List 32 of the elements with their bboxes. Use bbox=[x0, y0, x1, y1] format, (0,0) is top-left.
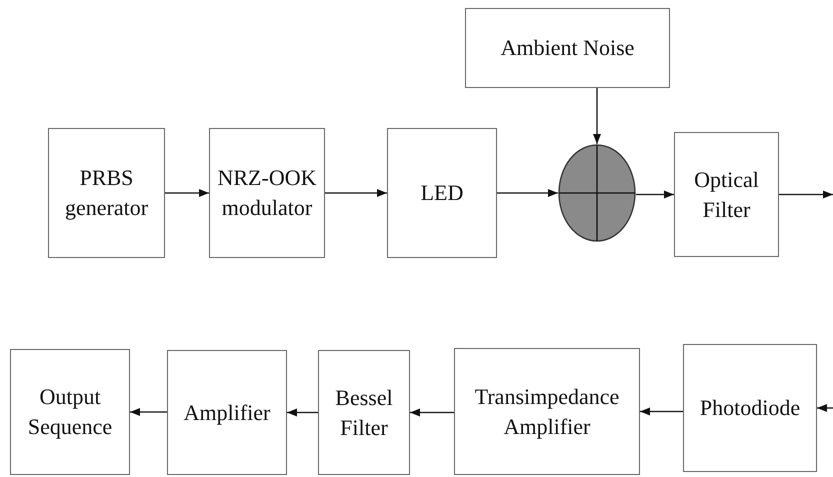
arrow bbox=[636, 190, 674, 198]
box-label: Transimpedance Amplifier bbox=[474, 382, 620, 441]
process-box bbox=[167, 350, 287, 475]
box-label: Ambient Noise bbox=[500, 34, 634, 62]
arrow bbox=[325, 189, 387, 197]
box-label: Photodiode bbox=[700, 394, 800, 422]
arrow bbox=[640, 408, 683, 416]
box-label: Optical Filter bbox=[693, 166, 760, 224]
box-label: Output Sequence bbox=[26, 383, 114, 441]
process-box bbox=[454, 348, 640, 475]
process-box bbox=[465, 8, 670, 88]
process-box bbox=[48, 128, 165, 258]
process-box bbox=[318, 350, 410, 475]
box-label: Amplifier bbox=[184, 398, 270, 427]
arrow bbox=[817, 404, 833, 412]
box-label: Bessel Filter bbox=[334, 384, 394, 442]
arrow bbox=[287, 408, 318, 416]
box-label: LED bbox=[420, 179, 464, 208]
process-box bbox=[209, 128, 325, 258]
arrow bbox=[593, 88, 601, 144]
box-label: PRBS generator bbox=[64, 164, 150, 222]
summing-junction bbox=[558, 144, 636, 242]
arrow bbox=[130, 408, 167, 416]
process-box bbox=[10, 349, 130, 475]
arrow bbox=[165, 189, 209, 197]
box-label: NRZ-OOK modulator bbox=[216, 164, 318, 222]
arrow bbox=[497, 189, 558, 197]
process-box bbox=[674, 132, 779, 257]
process-box bbox=[387, 128, 497, 258]
process-box bbox=[683, 344, 817, 472]
arrow bbox=[779, 190, 833, 198]
arrow bbox=[410, 408, 454, 416]
